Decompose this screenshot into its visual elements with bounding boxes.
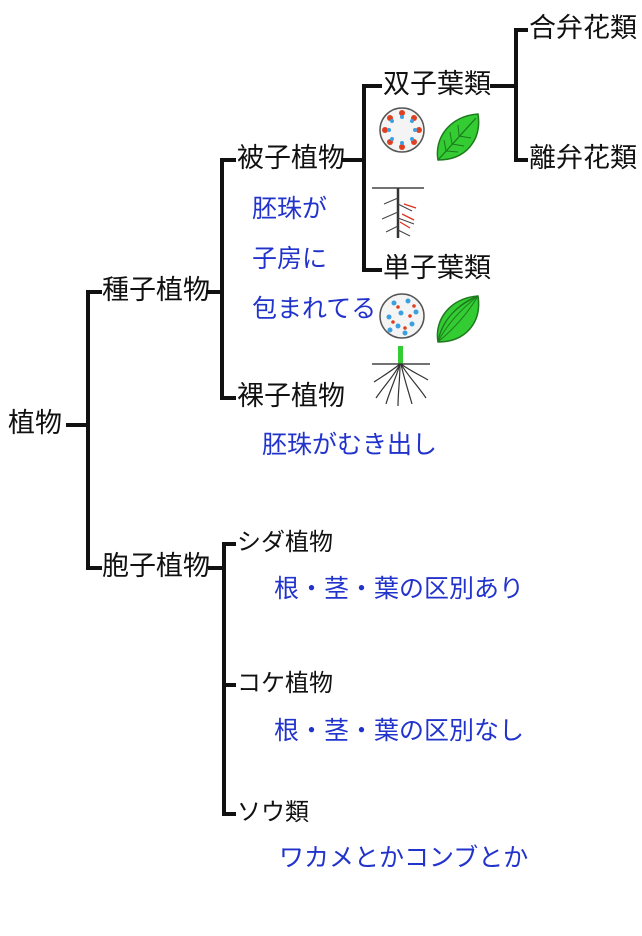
monocot-stem-section-illustration: [379, 293, 425, 339]
angiosperm-note-2: 子房に: [252, 244, 328, 273]
node-algae: ソウ類: [237, 798, 309, 826]
monocot-fibrous-root-illustration: [372, 346, 430, 407]
node-spore-plants: 胞子植物: [102, 551, 210, 582]
dicot-leaf-illustration: [436, 113, 480, 161]
ferns-note: 根・茎・葉の区別あり: [274, 574, 525, 603]
node-choripetalae: 離弁花類: [529, 143, 637, 174]
node-sympetalae: 合弁花類: [529, 13, 637, 44]
node-seed-plants: 種子植物: [102, 275, 210, 306]
angiosperm-note-3: 包まれてる: [252, 294, 377, 323]
gymnosperm-note: 胚珠がむき出し: [262, 430, 438, 459]
node-ferns: シダ植物: [237, 528, 333, 556]
node-dicots: 双子葉類: [383, 69, 491, 100]
node-gymnosperms: 裸子植物: [237, 381, 345, 412]
node-monocots: 単子葉類: [383, 253, 491, 284]
node-angiosperms: 被子植物: [237, 143, 345, 174]
dicot-taproot-illustration: [372, 187, 424, 238]
node-plants: 植物: [8, 408, 62, 439]
algae-note: ワカメとかコンブとか: [279, 843, 529, 872]
angiosperm-note-1: 胚珠が: [252, 194, 328, 223]
node-mosses: コケ植物: [237, 669, 333, 697]
dicot-stem-section-illustration: [379, 107, 425, 153]
mosses-note: 根・茎・葉の区別なし: [274, 716, 525, 745]
monocot-leaf-illustration: [436, 295, 480, 343]
